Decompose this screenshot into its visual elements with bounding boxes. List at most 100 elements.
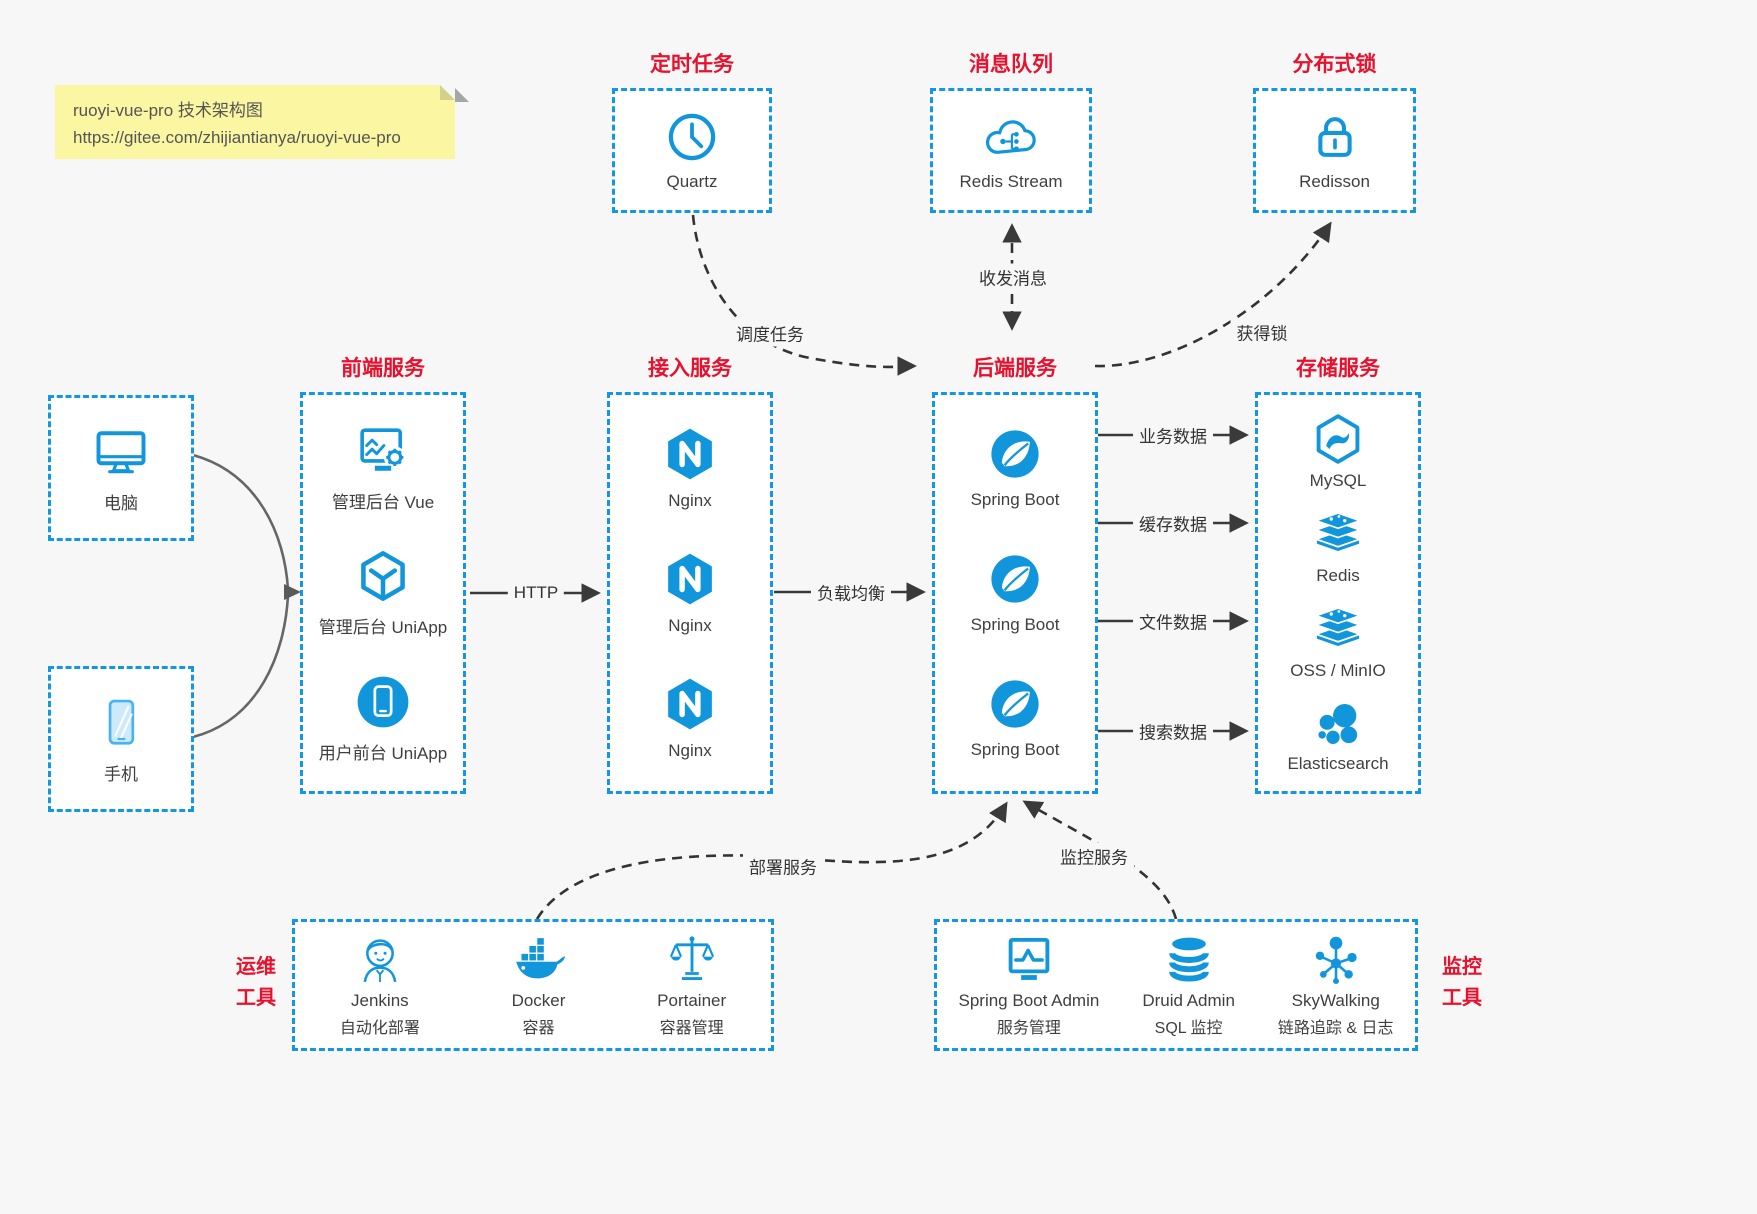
edge-phone-to-frontend: [192, 594, 290, 739]
group-title-frontend: 前端服务: [341, 357, 425, 380]
node-redisson: Redisson: [1299, 110, 1370, 192]
node-label: Nginx: [668, 490, 712, 510]
node-nginx-3: Nginx: [662, 675, 718, 761]
node-pc: 电脑: [91, 423, 151, 514]
box-scheduled-tasks: Quartz: [612, 88, 772, 213]
elasticsearch-icon: [1318, 704, 1358, 744]
node-spring-boot-admin: Spring Boot Admin 服务管理: [958, 932, 1100, 1038]
sticky-note: ruoyi-vue-pro 技术架构图 https://gitee.com/zh…: [55, 85, 455, 159]
node-skywalking: SkyWalking 链路追踪 & 日志: [1278, 932, 1394, 1038]
box-ops-tools: Jenkins 自动化部署 Docker 容器: [292, 919, 774, 1051]
node-elasticsearch: Elasticsearch: [1287, 699, 1389, 774]
node-label: 用户前台 UniApp: [318, 743, 448, 763]
box-backend: Spring Boot Spring Boot Spring Boot: [932, 392, 1098, 794]
node-label: Spring Boot: [970, 489, 1060, 509]
node-druid-admin: Druid Admin SQL 监控: [1142, 932, 1235, 1038]
uniapp-cube-icon: [361, 551, 405, 602]
cell-desc: SQL 监控: [1154, 1020, 1223, 1037]
redis-stack-icon: [1313, 512, 1363, 553]
note-title: ruoyi-vue-pro 技术架构图: [73, 101, 263, 120]
node-label: 电脑: [104, 493, 138, 513]
edge-label-business-data: 业务数据: [1133, 421, 1213, 449]
node-label: Spring Boot: [970, 614, 1060, 634]
box-message-queue: Redis Stream: [930, 88, 1092, 213]
node-mysql: MySQL: [1309, 412, 1367, 491]
node-admin-uniapp: 管理后台 UniApp: [319, 547, 447, 638]
spring-icon: [991, 430, 1039, 478]
spring-icon: [991, 680, 1039, 728]
side-label-line2: 工具: [236, 987, 276, 1009]
box-client-pc: 电脑: [48, 395, 194, 541]
skywalking-icon: [1315, 936, 1357, 985]
side-label-line1: 监控: [1442, 956, 1482, 978]
edge-label-search-data: 搜索数据: [1133, 717, 1213, 745]
cell-name: Jenkins: [351, 991, 409, 1010]
node-oss-minio: OSS / MinIO: [1290, 604, 1386, 681]
node-user-uniapp: 用户前台 UniApp: [319, 673, 447, 764]
node-redis: Redis: [1311, 509, 1365, 586]
node-springboot-2: Spring Boot: [970, 551, 1060, 635]
box-frontend: 管理后台 Vue 管理后台 UniApp 用户前台 UniApp: [300, 392, 466, 794]
side-label-line2: 工具: [1442, 987, 1482, 1009]
edge-label-load-balance: 负载均衡: [811, 578, 891, 606]
nginx-icon: [668, 553, 712, 605]
edge-clients-arrowhead: [284, 584, 301, 600]
clock-icon: [668, 113, 716, 160]
cell-name: SkyWalking: [1291, 991, 1380, 1010]
box-distributed-lock: Redisson: [1253, 88, 1416, 213]
node-label: 管理后台 Vue: [331, 493, 435, 513]
edge-pc-to-frontend: [192, 453, 290, 591]
cloud-mq-icon: [985, 119, 1036, 154]
group-title-distributed-lock: 分布式锁: [1292, 53, 1377, 76]
cell-name: Docker: [511, 991, 566, 1010]
cell-name: Portainer: [657, 991, 727, 1010]
node-label: MySQL: [1309, 471, 1367, 490]
node-label: 手机: [104, 764, 138, 784]
edge-label-file-data: 文件数据: [1133, 607, 1213, 635]
node-redis-stream: Redis Stream: [959, 110, 1063, 192]
box-monitor-tools: Spring Boot Admin 服务管理 Druid Admin SQL 监…: [934, 919, 1418, 1051]
node-jenkins: Jenkins 自动化部署: [340, 932, 420, 1038]
edge-label-http: HTTP: [507, 582, 565, 604]
edge-label-schedule: 调度任务: [730, 319, 810, 347]
note-peel-shadow: [455, 88, 469, 102]
cell-name: Spring Boot Admin: [958, 991, 1100, 1010]
box-storage: MySQL Redis OSS / MinIO: [1255, 392, 1421, 794]
lock-icon: [1317, 116, 1352, 157]
oss-minio-icon: [1313, 607, 1363, 648]
node-label: Spring Boot: [970, 740, 1060, 760]
node-label: Quartz: [666, 171, 718, 191]
cell-name: Druid Admin: [1142, 991, 1235, 1010]
cell-desc: 自动化部署: [339, 1020, 420, 1037]
edge-label-deploy: 部署服务: [743, 852, 823, 880]
node-springboot-1: Spring Boot: [970, 426, 1060, 510]
cell-desc: 服务管理: [996, 1020, 1061, 1037]
node-springboot-3: Spring Boot: [970, 676, 1060, 760]
phone-icon: [108, 699, 135, 745]
note-url: https://gitee.com/zhijiantianya/ruoyi-vu…: [73, 128, 401, 148]
edge-label-cache-data: 缓存数据: [1133, 509, 1213, 537]
group-title-scheduled-tasks: 定时任务: [650, 53, 734, 76]
edge-lock: [1094, 221, 1332, 368]
nginx-icon: [668, 428, 712, 480]
nginx-icon: [668, 678, 712, 730]
cell-desc: 容器: [522, 1020, 555, 1037]
group-title-backend: 后端服务: [973, 357, 1057, 380]
spring-boot-admin-icon: [1008, 937, 1050, 980]
box-gateway: Nginx Nginx Nginx: [607, 392, 773, 794]
spring-icon: [991, 555, 1039, 603]
node-nginx-1: Nginx: [662, 425, 718, 511]
node-label: 管理后台 UniApp: [318, 618, 448, 638]
edge-label-lock: 获得锁: [1230, 318, 1294, 346]
node-label: Redis Stream: [959, 171, 1063, 191]
node-nginx-2: Nginx: [662, 550, 718, 636]
docker-icon: [515, 938, 565, 979]
node-label: Elasticsearch: [1287, 754, 1389, 773]
group-title-storage: 存储服务: [1296, 357, 1380, 380]
mobile-app-icon: [357, 676, 409, 728]
node-label: Redis: [1316, 566, 1360, 585]
mysql-icon: [1316, 414, 1360, 464]
node-admin-vue: 管理后台 Vue: [332, 422, 434, 513]
